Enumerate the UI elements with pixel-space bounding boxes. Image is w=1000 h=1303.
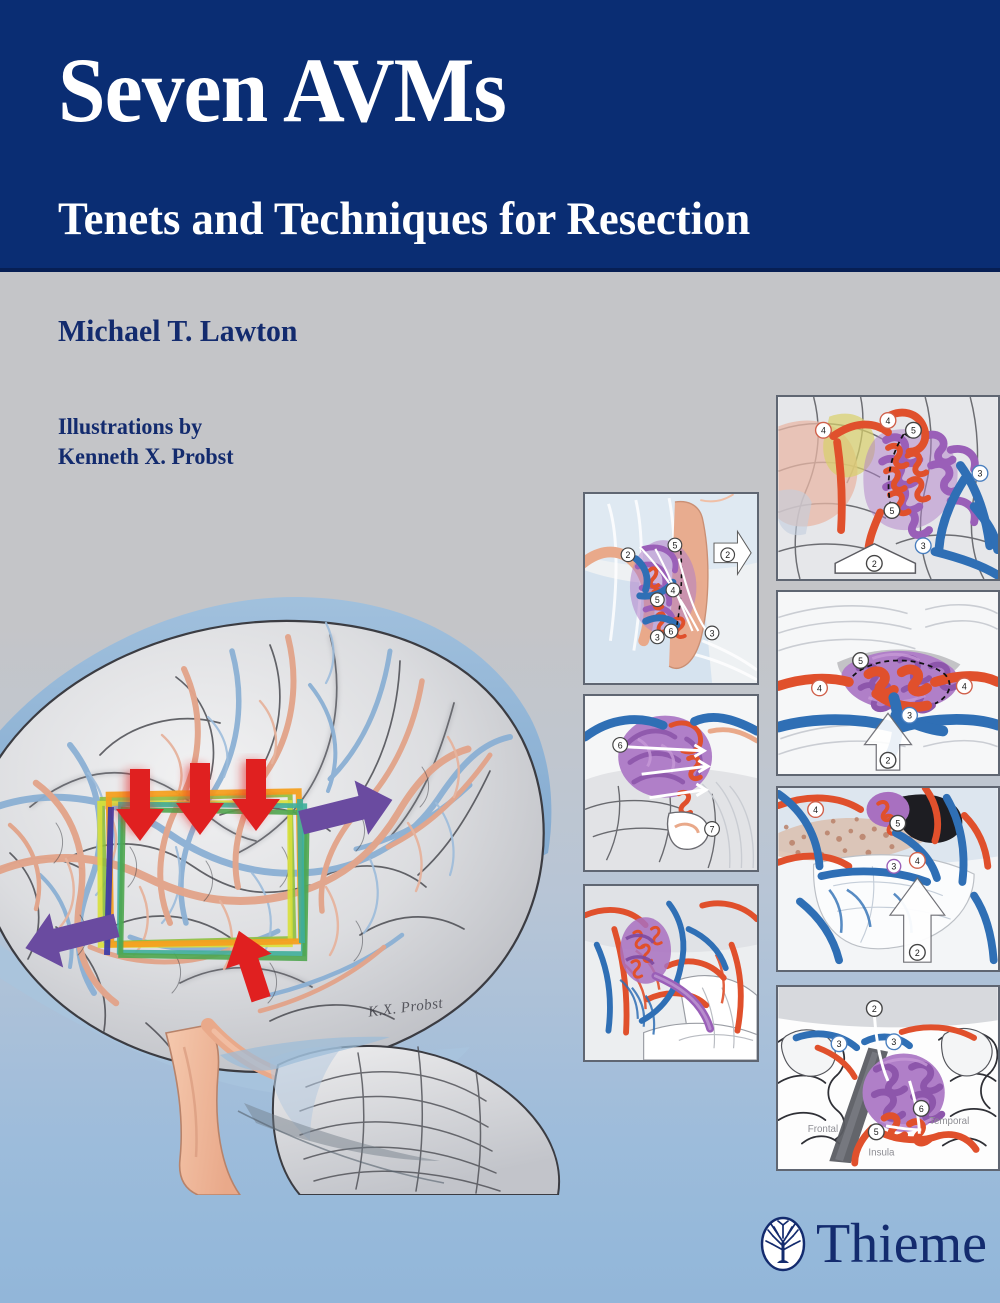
svg-text:2: 2 bbox=[872, 1004, 877, 1014]
panel-midline-avm-exposure[interactable]: 5 4 4 3 2 bbox=[776, 590, 1000, 776]
region-label-temporal: Temporal bbox=[929, 1116, 969, 1127]
svg-text:5: 5 bbox=[895, 819, 900, 829]
region-label-frontal: Frontal bbox=[808, 1124, 838, 1135]
svg-text:6: 6 bbox=[669, 626, 674, 636]
svg-text:5: 5 bbox=[911, 426, 916, 436]
svg-text:5: 5 bbox=[672, 540, 677, 550]
svg-text:6: 6 bbox=[618, 740, 623, 750]
illustrations-by-label: Illustrations by bbox=[58, 414, 203, 439]
publisher-name: Thieme bbox=[816, 1213, 988, 1275]
svg-text:3: 3 bbox=[655, 632, 660, 642]
banner-bottom-rule bbox=[0, 268, 1000, 272]
panel-cerebellar-avm[interactable]: 6 7 bbox=[583, 694, 759, 872]
publisher-logo: Thieme bbox=[760, 1216, 987, 1272]
illustrator-credit: Illustrations by Kenneth X. Probst bbox=[58, 412, 234, 472]
illustrator-name: Kenneth X. Probst bbox=[58, 443, 234, 469]
svg-text:5: 5 bbox=[655, 595, 660, 605]
svg-text:6: 6 bbox=[919, 1104, 924, 1114]
main-brain-illustration bbox=[0, 455, 610, 1196]
panel-skull-base-avm-exposure[interactable]: 4 5 4 2 3 bbox=[776, 786, 1000, 972]
author-name: Michael T. Lawton bbox=[58, 313, 298, 348]
svg-text:3: 3 bbox=[907, 711, 912, 721]
svg-text:4: 4 bbox=[821, 426, 826, 436]
svg-text:2: 2 bbox=[886, 756, 891, 766]
svg-text:3: 3 bbox=[978, 469, 983, 479]
svg-text:3: 3 bbox=[710, 628, 715, 638]
book-subtitle: Tenets and Techniques for Resection bbox=[58, 193, 751, 245]
svg-text:3: 3 bbox=[891, 1037, 896, 1047]
svg-text:5: 5 bbox=[858, 656, 863, 666]
panel-insular-avm-coronal[interactable]: Frontal Temporal Insula 2 3 3 5 6 bbox=[776, 985, 1000, 1171]
svg-text:5: 5 bbox=[889, 506, 894, 516]
panel-brainstem-avm[interactable]: 2 5 4 5 6 3 3 2 bbox=[583, 492, 759, 685]
thieme-tree-icon bbox=[760, 1216, 806, 1272]
svg-text:3: 3 bbox=[891, 862, 896, 872]
svg-text:2: 2 bbox=[626, 550, 631, 560]
panel-deep-avm-angioarchitecture[interactable] bbox=[583, 884, 759, 1062]
region-label-insula: Insula bbox=[868, 1147, 895, 1158]
svg-text:4: 4 bbox=[671, 585, 676, 595]
book-title: Seven AVMs bbox=[58, 39, 507, 141]
svg-text:3: 3 bbox=[921, 541, 926, 551]
svg-text:4: 4 bbox=[962, 681, 967, 691]
svg-text:4: 4 bbox=[886, 416, 891, 426]
svg-text:2: 2 bbox=[725, 550, 730, 560]
svg-text:7: 7 bbox=[710, 824, 715, 834]
svg-text:2: 2 bbox=[872, 559, 877, 569]
svg-text:4: 4 bbox=[915, 856, 920, 866]
svg-text:3: 3 bbox=[837, 1039, 842, 1049]
svg-text:2: 2 bbox=[915, 948, 920, 958]
svg-text:5: 5 bbox=[874, 1127, 879, 1137]
resection-overlay bbox=[25, 759, 393, 1003]
svg-text:4: 4 bbox=[817, 683, 822, 693]
panel-cortical-avm-exposure[interactable]: 4 4 5 5 3 3 2 bbox=[776, 395, 1000, 581]
title-banner: Seven AVMs Tenets and Techniques for Res… bbox=[0, 0, 1000, 272]
svg-text:4: 4 bbox=[813, 805, 818, 815]
